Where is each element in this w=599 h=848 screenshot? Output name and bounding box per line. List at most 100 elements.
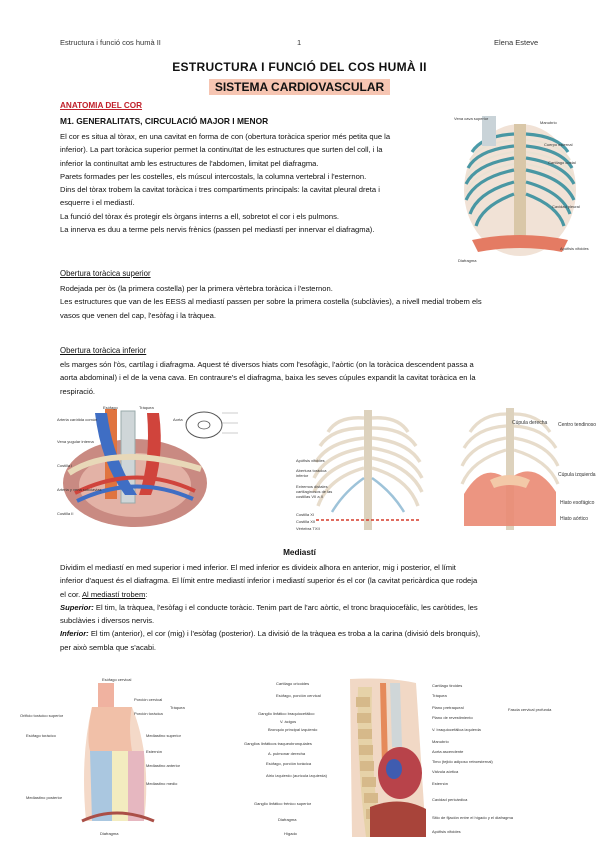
intro-paragraph: El cor es situa al tòrax, en una cavitat…: [60, 130, 432, 236]
mediastinum-diagram-label: Tráquea: [170, 705, 185, 710]
superior-aperture-label: Aorta: [173, 417, 183, 422]
intro-line: inferior la continuïtat amb les estructu…: [60, 158, 319, 168]
sagittal-left-label: A. pulmonar derecha: [268, 751, 306, 756]
intro-line: inferior). La part toràcica superior per…: [60, 145, 383, 155]
superior-aperture-label: Esófago: [103, 405, 118, 410]
superior-aperture-line: Les estructures que van de les EESS al m…: [60, 297, 482, 307]
ribcage-figure: Apófisis xifoides Abertura torácica infe…: [296, 402, 438, 537]
mediastinum-line: inferior d'aquest és el diafragma. El lí…: [60, 576, 478, 586]
ribcage-label: Apófisis xifoides: [296, 458, 325, 463]
section-heading: ANATOMIA DEL COR: [60, 101, 143, 110]
sagittal-left-label: Esófago, porción torácica: [266, 761, 312, 766]
sagittal-left-label: Esófago, porción cervical: [276, 693, 321, 698]
mediastinum-diagram-label: Mediastino posterior: [26, 795, 63, 800]
document-title: ESTRUCTURA I FUNCIÓ DEL COS HUMÀ II: [172, 60, 427, 74]
diaphragm-figure: Cúpula derecha Centro tendinoso Cúpula i…: [450, 402, 597, 537]
inferior-label: Inferior:: [60, 629, 89, 639]
thorax-label: Vena cava superior: [454, 116, 489, 121]
sagittal-right-label: Tráquea: [432, 693, 447, 698]
mediastinum-heading: Mediastí: [283, 548, 316, 557]
intro-line: El cor es situa al tòrax, en una cavitat…: [60, 132, 391, 141]
intro-line: Dins del tòrax trobem la cavitat toràcic…: [60, 185, 380, 195]
sagittal-right-label: Cavidad pericárdica: [432, 797, 468, 802]
superior-aperture-label: Costilla II: [57, 511, 74, 516]
thorax-label: Apófisis xifoides: [560, 246, 589, 251]
ribcage-label: Costilla XI: [296, 512, 315, 517]
inferior-aperture-paragraph: els marges són l'òs, cartílag i diafragm…: [60, 358, 545, 398]
superior-label: Superior:: [60, 602, 94, 612]
sagittal-left-label: Ganglio linfático braquiocefálico: [258, 711, 315, 716]
sagittal-right-label: Plano de revestimiento: [432, 715, 473, 720]
mediastinum-line: Dividim el mediastí en med superior i me…: [60, 563, 456, 572]
m1-heading: M1. GENERALITATS, CIRCULACIÓ MAJOR I MEN…: [60, 116, 269, 126]
intro-line: esquerre i el mediastí.: [60, 198, 135, 208]
sagittal-left-label: Ganglio linfático frénico superior: [254, 801, 312, 806]
sagittal-right-label: Cartílago tiroides: [432, 683, 463, 688]
sagittal-right-label: V. braquiocefálica izquierda: [432, 727, 481, 732]
mediastinum-diagram-label: Esternón: [146, 749, 163, 754]
sagittal-right-label: Esternón: [432, 781, 449, 786]
header-author: Elena Esteve: [494, 38, 539, 47]
sagittal-right-label: Fascia cervical profunda: [508, 707, 552, 712]
inferior-text: El tim (anterior), el cor (mig) i l'esòf…: [88, 629, 481, 639]
mediastinum-contents-label: Al mediastí trobem: [81, 589, 146, 599]
sagittal-left-label: Atrio izquierdo (aurícula izquierda): [266, 773, 327, 778]
superior-aperture-line: Rodejada per òs (la primera costella) pe…: [60, 284, 333, 293]
superior-aperture-label: Arteria carótida común: [57, 417, 98, 422]
mediastinum-paragraph: Dividim el mediastí en med superior i me…: [60, 561, 550, 654]
intro-line: La funció del tòrax és protegir els òrga…: [60, 211, 340, 221]
intro-line: Parets formades per les costelles, els m…: [60, 171, 367, 181]
mediastinum-diagram-label: Porción torácica: [134, 711, 163, 716]
thorax-label: Cavidad pleural: [552, 204, 580, 209]
thorax-figure: Vena cava superior Manubrio Cuerpo ester…: [452, 112, 589, 270]
superior-aperture-label: Costilla I: [57, 463, 73, 468]
sagittal-section-figure: Cartílago cricoides Esófago, porción cer…: [240, 677, 595, 842]
sagittal-right-label: Aorta ascendente: [432, 749, 464, 754]
sagittal-right-label: Plano pretraqueal: [432, 705, 464, 710]
ribcage-label: Vértebra TXII: [296, 526, 320, 531]
header-page-number: 1: [297, 38, 302, 47]
superior-aperture-figure: Esófago Tráquea Arteria carótida común V…: [55, 403, 210, 535]
ribcage-label: Abertura torácica inferior: [296, 468, 327, 478]
header-course: Estructura i funció cos humà II: [60, 38, 161, 47]
superior-aperture-label: Vena yugular interna: [57, 439, 94, 444]
inferior-text: per això sembla que s'acabi.: [60, 642, 157, 652]
intro-line: La innerva es duu a terme pels nervis fr…: [60, 225, 375, 235]
diaphragm-label: Centro tendinoso: [558, 422, 597, 428]
document-subtitle: SISTEMA CARDIOVASCULAR: [208, 79, 391, 95]
mediastinum-diagram-label: Porción cervical: [134, 697, 163, 702]
diaphragm-label: Cúpula izquierda: [558, 472, 596, 478]
diaphragm-label: Hiato aórtico: [560, 516, 589, 522]
mediastinum-diagram-label: Mediastino medio: [146, 781, 178, 786]
superior-aperture-label: Tráquea: [139, 405, 154, 410]
sagittal-right-label: Timo (tejido adiposo retroesternal): [432, 759, 493, 764]
sagittal-left-label: Bronquio principal izquierdo: [268, 727, 318, 732]
thorax-label: Cuerpo esternal: [544, 142, 573, 147]
sagittal-right-label: Manubrio: [432, 739, 449, 744]
ribcage-label: Costilla XII: [296, 519, 316, 524]
inferior-aperture-line: respiració.: [60, 386, 96, 396]
mediastinum-diagram-label: Mediastino anterior: [146, 763, 181, 768]
sagittal-left-label: Cartílago cricoides: [276, 681, 310, 686]
mediastinum-diagram: Esófago cervical Porción cervical Porció…: [20, 677, 216, 842]
mediastinum-diagram-label: Esófago torácico: [26, 733, 56, 738]
diaphragm-label: Cúpula derecha: [512, 420, 548, 426]
sagittal-right-label: Válvula aórtica: [432, 769, 459, 774]
aperture-inset-figure: [178, 405, 240, 445]
sagittal-left-label: Diafragma: [278, 817, 297, 822]
mediastinum-diagram-label: Diafragma: [100, 831, 119, 836]
superior-aperture-label: Arteria y vena subclavias: [57, 487, 102, 492]
ribcage-label: Extremos distales cartilaginosos de las …: [296, 484, 333, 499]
superior-text: El tim, la tràquea, l'esòfag i el conduc…: [93, 602, 478, 612]
superior-text: subclàvies i diversos nervis.: [60, 616, 155, 626]
inferior-aperture-line: aorta abdominal) i el de la vena cava. E…: [60, 373, 476, 383]
sagittal-right-label: Apófisis xifoides: [432, 829, 461, 834]
superior-aperture-paragraph: Rodejada per òs (la primera costella) pe…: [60, 282, 545, 322]
mediastinum-diagram-label: Esófago cervical: [102, 677, 132, 682]
thorax-label: Manubrio: [540, 120, 557, 125]
sagittal-left-label: Hígado: [284, 831, 297, 836]
diaphragm-label: Hiato esofágico: [560, 500, 595, 506]
inferior-aperture-line: els marges són l'òs, cartílag i diafragm…: [60, 360, 474, 369]
sagittal-right-label: Sitio de fijación entre el hígado y el d…: [432, 815, 513, 820]
mediastinum-line: el cor.: [60, 589, 81, 599]
